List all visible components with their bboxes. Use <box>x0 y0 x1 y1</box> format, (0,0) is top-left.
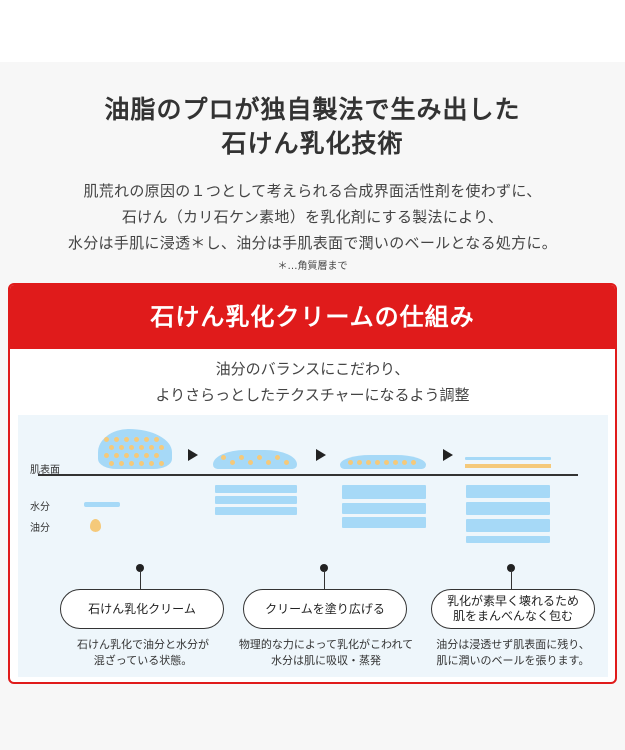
mechanism-panel: 石けん乳化クリームの仕組み 油分のバランスにこだわり、 よりさらっとしたテクスチ… <box>8 283 617 684</box>
oil-drop-icon <box>90 519 101 532</box>
footnote: ＊…角質層まで <box>277 261 348 272</box>
arrow-right-icon <box>316 449 326 461</box>
oil-dot <box>154 437 159 442</box>
oil-dot <box>257 455 262 460</box>
legend-oil-label: 油分 <box>30 523 50 534</box>
panel-subtitle-line-2: よりさらっとしたテクスチャーになるよう調整 <box>155 386 470 404</box>
oil-dot <box>124 437 129 442</box>
pin-dot <box>136 564 144 572</box>
intro-line-2: 石けん（カリ石ケン素地）を乳化剤にする製法により、 <box>121 208 504 226</box>
step-1-label: 石けん乳化クリーム <box>60 589 224 629</box>
oil-dot <box>134 437 139 442</box>
oil-dot <box>104 437 109 442</box>
pin-dot <box>320 564 328 572</box>
oil-dot <box>411 460 416 465</box>
oil-dot <box>266 460 271 465</box>
oil-dot <box>139 461 144 466</box>
oil-dot <box>114 453 119 458</box>
legend-water-swatch <box>84 502 120 507</box>
oil-dot <box>149 461 154 466</box>
step-3-label: 乳化が素早く壊れるため 肌をまんべんなく包む <box>431 589 595 629</box>
oil-dot <box>221 455 226 460</box>
step-2-label: クリームを塗り広げる <box>243 589 407 629</box>
skin-surface-label: 肌表面 <box>30 465 60 476</box>
arrow-right-icon <box>188 449 198 461</box>
oil-dot <box>154 453 159 458</box>
mechanism-diagram: 肌表面 水分 油分 <box>18 415 608 677</box>
oil-dot <box>248 460 253 465</box>
oil-dot <box>144 453 149 458</box>
oil-dot <box>144 437 149 442</box>
oil-dot <box>134 453 139 458</box>
pin-line <box>511 570 512 590</box>
oil-dot <box>275 455 280 460</box>
step-2-description: 物理的な力によって乳化がこわれて 水分は肌に吸収・蒸発 <box>238 638 414 667</box>
oil-dot <box>119 461 124 466</box>
oil-dot <box>357 460 362 465</box>
oil-dot <box>366 460 371 465</box>
oil-dot <box>384 460 389 465</box>
thin-cream-layer <box>340 455 426 469</box>
panel-title: 石けん乳化クリームの仕組み <box>10 285 615 349</box>
intro-line-1: 肌荒れの原因の１つとして考えられる合成界面活性剤を使わずに、 <box>83 182 542 200</box>
oil-dot <box>284 460 289 465</box>
legend-water-label: 水分 <box>30 502 50 513</box>
oil-dot <box>239 455 244 460</box>
oil-dot <box>124 453 129 458</box>
oil-dot <box>230 460 235 465</box>
oil-dot <box>159 445 164 450</box>
skin-surface-line <box>38 474 578 476</box>
oil-dot <box>149 445 154 450</box>
oil-dot <box>114 437 119 442</box>
oil-dot <box>104 453 109 458</box>
oil-dot <box>109 445 114 450</box>
pin-dot <box>507 564 515 572</box>
headline-line-2: 石けん乳化技術 <box>221 129 404 158</box>
oil-dot <box>348 460 353 465</box>
oil-dot <box>119 445 124 450</box>
step-3-description: 油分は浸透せず肌表面に残り、 肌に潤いのベールを張ります。 <box>436 638 590 667</box>
arrow-right-icon <box>443 449 453 461</box>
oil-dot <box>375 460 380 465</box>
oil-dot <box>402 460 407 465</box>
oil-dot <box>109 461 114 466</box>
oil-dot <box>129 445 134 450</box>
pin-line <box>140 570 141 590</box>
step-1-description: 石けん乳化で油分と水分が 混ざっている状態。 <box>77 638 209 667</box>
oil-dot <box>139 445 144 450</box>
pin-line <box>324 570 325 590</box>
oil-dot <box>393 460 398 465</box>
oil-dot <box>159 461 164 466</box>
headline-line-1: 油脂のプロが独自製法で生み出した <box>104 95 521 124</box>
oil-dot <box>129 461 134 466</box>
intro-line-3: 水分は手肌に浸透＊し、油分は手肌表面で潤いのベールとなる処方に。 <box>67 234 558 252</box>
panel-subtitle-line-1: 油分のバランスにこだわり、 <box>215 360 410 378</box>
